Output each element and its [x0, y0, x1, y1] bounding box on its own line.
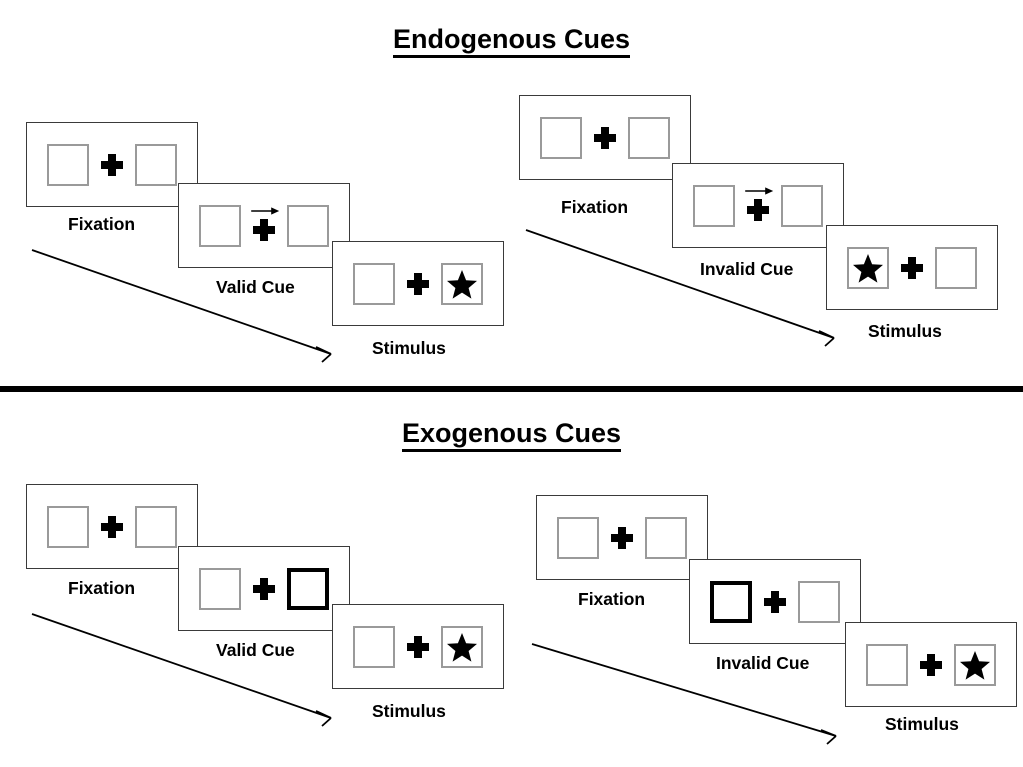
- stage-label-valid-cue: Valid Cue: [216, 640, 295, 660]
- star-icon: [853, 253, 883, 283]
- stage-label-fixation: Fixation: [68, 578, 136, 598]
- placeholder-box-left: [47, 143, 89, 186]
- trial-panel-cue[interactable]: [178, 546, 350, 631]
- star-icon: [447, 632, 477, 662]
- fixation-cross-container: [241, 566, 287, 612]
- trial-panel-cue[interactable]: [178, 183, 350, 268]
- stage-label-fixation: Fixation: [68, 214, 136, 234]
- plus-icon: [253, 219, 275, 241]
- placeholder-box-left: [866, 643, 908, 686]
- fixation-cross-container: [241, 203, 287, 249]
- fixation-cross-container: [908, 642, 954, 688]
- fixation-cross-container: [89, 142, 135, 188]
- trial-panel-fixation[interactable]: [26, 484, 198, 569]
- placeholder-box-right: [628, 116, 670, 159]
- stage-label-stimulus: Stimulus: [885, 714, 959, 734]
- placeholder-box-right-target: [954, 643, 996, 686]
- section-title-exogenous: Exogenous Cues: [0, 418, 1023, 452]
- placeholder-box-left: [693, 184, 735, 227]
- trial-panel-stimulus[interactable]: [826, 225, 998, 310]
- placeholder-box-right: [135, 505, 177, 548]
- plus-icon: [920, 653, 942, 676]
- fixation-cross-container: [599, 515, 645, 561]
- section-title-exogenous-text: Exogenous Cues: [401, 418, 622, 452]
- plus-icon: [407, 272, 429, 295]
- trial-panel-stimulus[interactable]: [332, 241, 504, 326]
- section-title-endogenous: Endogenous Cues: [0, 24, 1023, 58]
- plus-icon: [101, 153, 123, 176]
- placeholder-box-right-cued: [287, 567, 329, 610]
- plus-icon: [407, 635, 429, 658]
- diagonal-arrow-icon: [525, 229, 835, 347]
- arrow-right-icon: [745, 186, 774, 195]
- fixation-cross-container: [889, 245, 935, 291]
- fixation-cross-container: [582, 115, 628, 161]
- placeholder-box-right-target: [441, 262, 483, 305]
- plus-icon: [747, 199, 769, 221]
- star-icon: [960, 650, 990, 680]
- diagonal-arrow-icon: [31, 613, 332, 727]
- plus-icon: [594, 126, 616, 149]
- plus-icon: [764, 590, 786, 613]
- placeholder-box-right: [645, 516, 687, 559]
- plus-icon: [901, 256, 923, 279]
- trial-panel-fixation[interactable]: [536, 495, 708, 580]
- fixation-cross-container: [89, 504, 135, 550]
- trial-panel-cue[interactable]: [689, 559, 861, 644]
- placeholder-box-left: [353, 262, 395, 305]
- stage-label-stimulus: Stimulus: [372, 701, 446, 721]
- placeholder-box-right: [798, 580, 840, 623]
- stage-label-invalid-cue: Invalid Cue: [716, 653, 810, 673]
- fixation-cross-container: [395, 624, 441, 670]
- stage-label-fixation: Fixation: [561, 197, 629, 217]
- fixation-cross-container: [752, 579, 798, 625]
- stage-label-invalid-cue: Invalid Cue: [700, 259, 794, 279]
- stage-label-valid-cue: Valid Cue: [216, 277, 295, 297]
- placeholder-box-left: [353, 625, 395, 668]
- placeholder-box-left: [540, 116, 582, 159]
- placeholder-box-right-target: [441, 625, 483, 668]
- fixation-cross-container: [395, 261, 441, 307]
- trial-panel-stimulus[interactable]: [332, 604, 504, 689]
- placeholder-box-left-cued: [710, 580, 752, 623]
- plus-icon: [253, 577, 275, 600]
- arrow-right-icon: [251, 206, 280, 215]
- trial-panel-stimulus[interactable]: [845, 622, 1017, 707]
- diagonal-arrow-icon: [531, 643, 837, 745]
- section-title-endogenous-text: Endogenous Cues: [392, 24, 630, 58]
- placeholder-box-left: [199, 204, 241, 247]
- placeholder-box-right: [935, 246, 977, 289]
- placeholder-box-left: [47, 505, 89, 548]
- trial-panel-cue[interactable]: [672, 163, 844, 248]
- placeholder-box-left-target: [847, 246, 889, 289]
- section-divider: [0, 386, 1023, 392]
- stage-label-fixation: Fixation: [578, 589, 646, 609]
- plus-icon: [611, 526, 633, 549]
- trial-panel-fixation[interactable]: [519, 95, 691, 180]
- stage-label-stimulus: Stimulus: [372, 338, 446, 358]
- placeholder-box-right: [287, 204, 329, 247]
- placeholder-box-right: [781, 184, 823, 227]
- placeholder-box-left: [199, 567, 241, 610]
- plus-icon: [101, 515, 123, 538]
- trial-panel-fixation[interactable]: [26, 122, 198, 207]
- fixation-cross-container: [735, 183, 781, 229]
- placeholder-box-left: [557, 516, 599, 559]
- placeholder-box-right: [135, 143, 177, 186]
- stage-label-stimulus: Stimulus: [868, 321, 942, 341]
- star-icon: [447, 269, 477, 299]
- diagonal-arrow-icon: [31, 249, 332, 363]
